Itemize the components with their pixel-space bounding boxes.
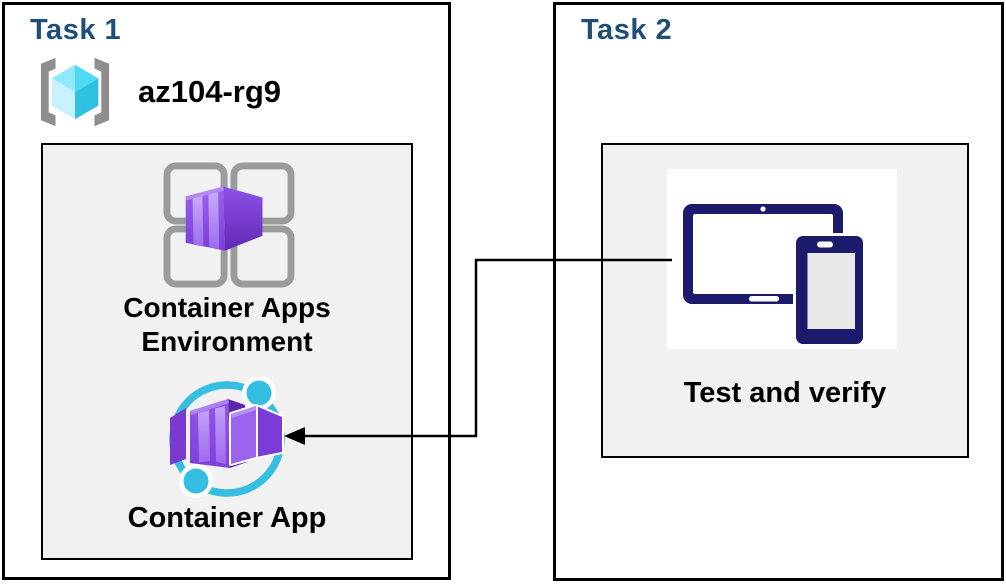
environment-label-line2: Environment: [141, 326, 313, 357]
tablet-and-phone-icon: [683, 204, 866, 347]
environment-label: Container Apps Environment: [43, 291, 411, 359]
container-app-icon: [169, 377, 285, 498]
container-apps-environment-icon: [163, 162, 295, 288]
resource-group-name: az104-rg9: [138, 74, 282, 109]
azure-resource-group-icon: [40, 57, 110, 127]
test-and-verify-label: Test and verify: [683, 377, 887, 409]
task2-inner-box: Test and verify: [601, 143, 969, 458]
environment-label-line1: Container Apps: [123, 292, 331, 323]
task1-title: Task 1: [30, 14, 122, 46]
resource-group-row: az104-rg9: [28, 55, 281, 129]
task1-inner-box: Container Apps Environment: [41, 143, 413, 560]
test-icon-background: [667, 169, 897, 349]
task2-box: Task 2 Test and verify: [553, 2, 1004, 581]
task1-box: Task 1 az104-rg9: [2, 2, 451, 580]
task2-title: Task 2: [581, 14, 673, 46]
container-app-label: Container App: [127, 502, 327, 534]
